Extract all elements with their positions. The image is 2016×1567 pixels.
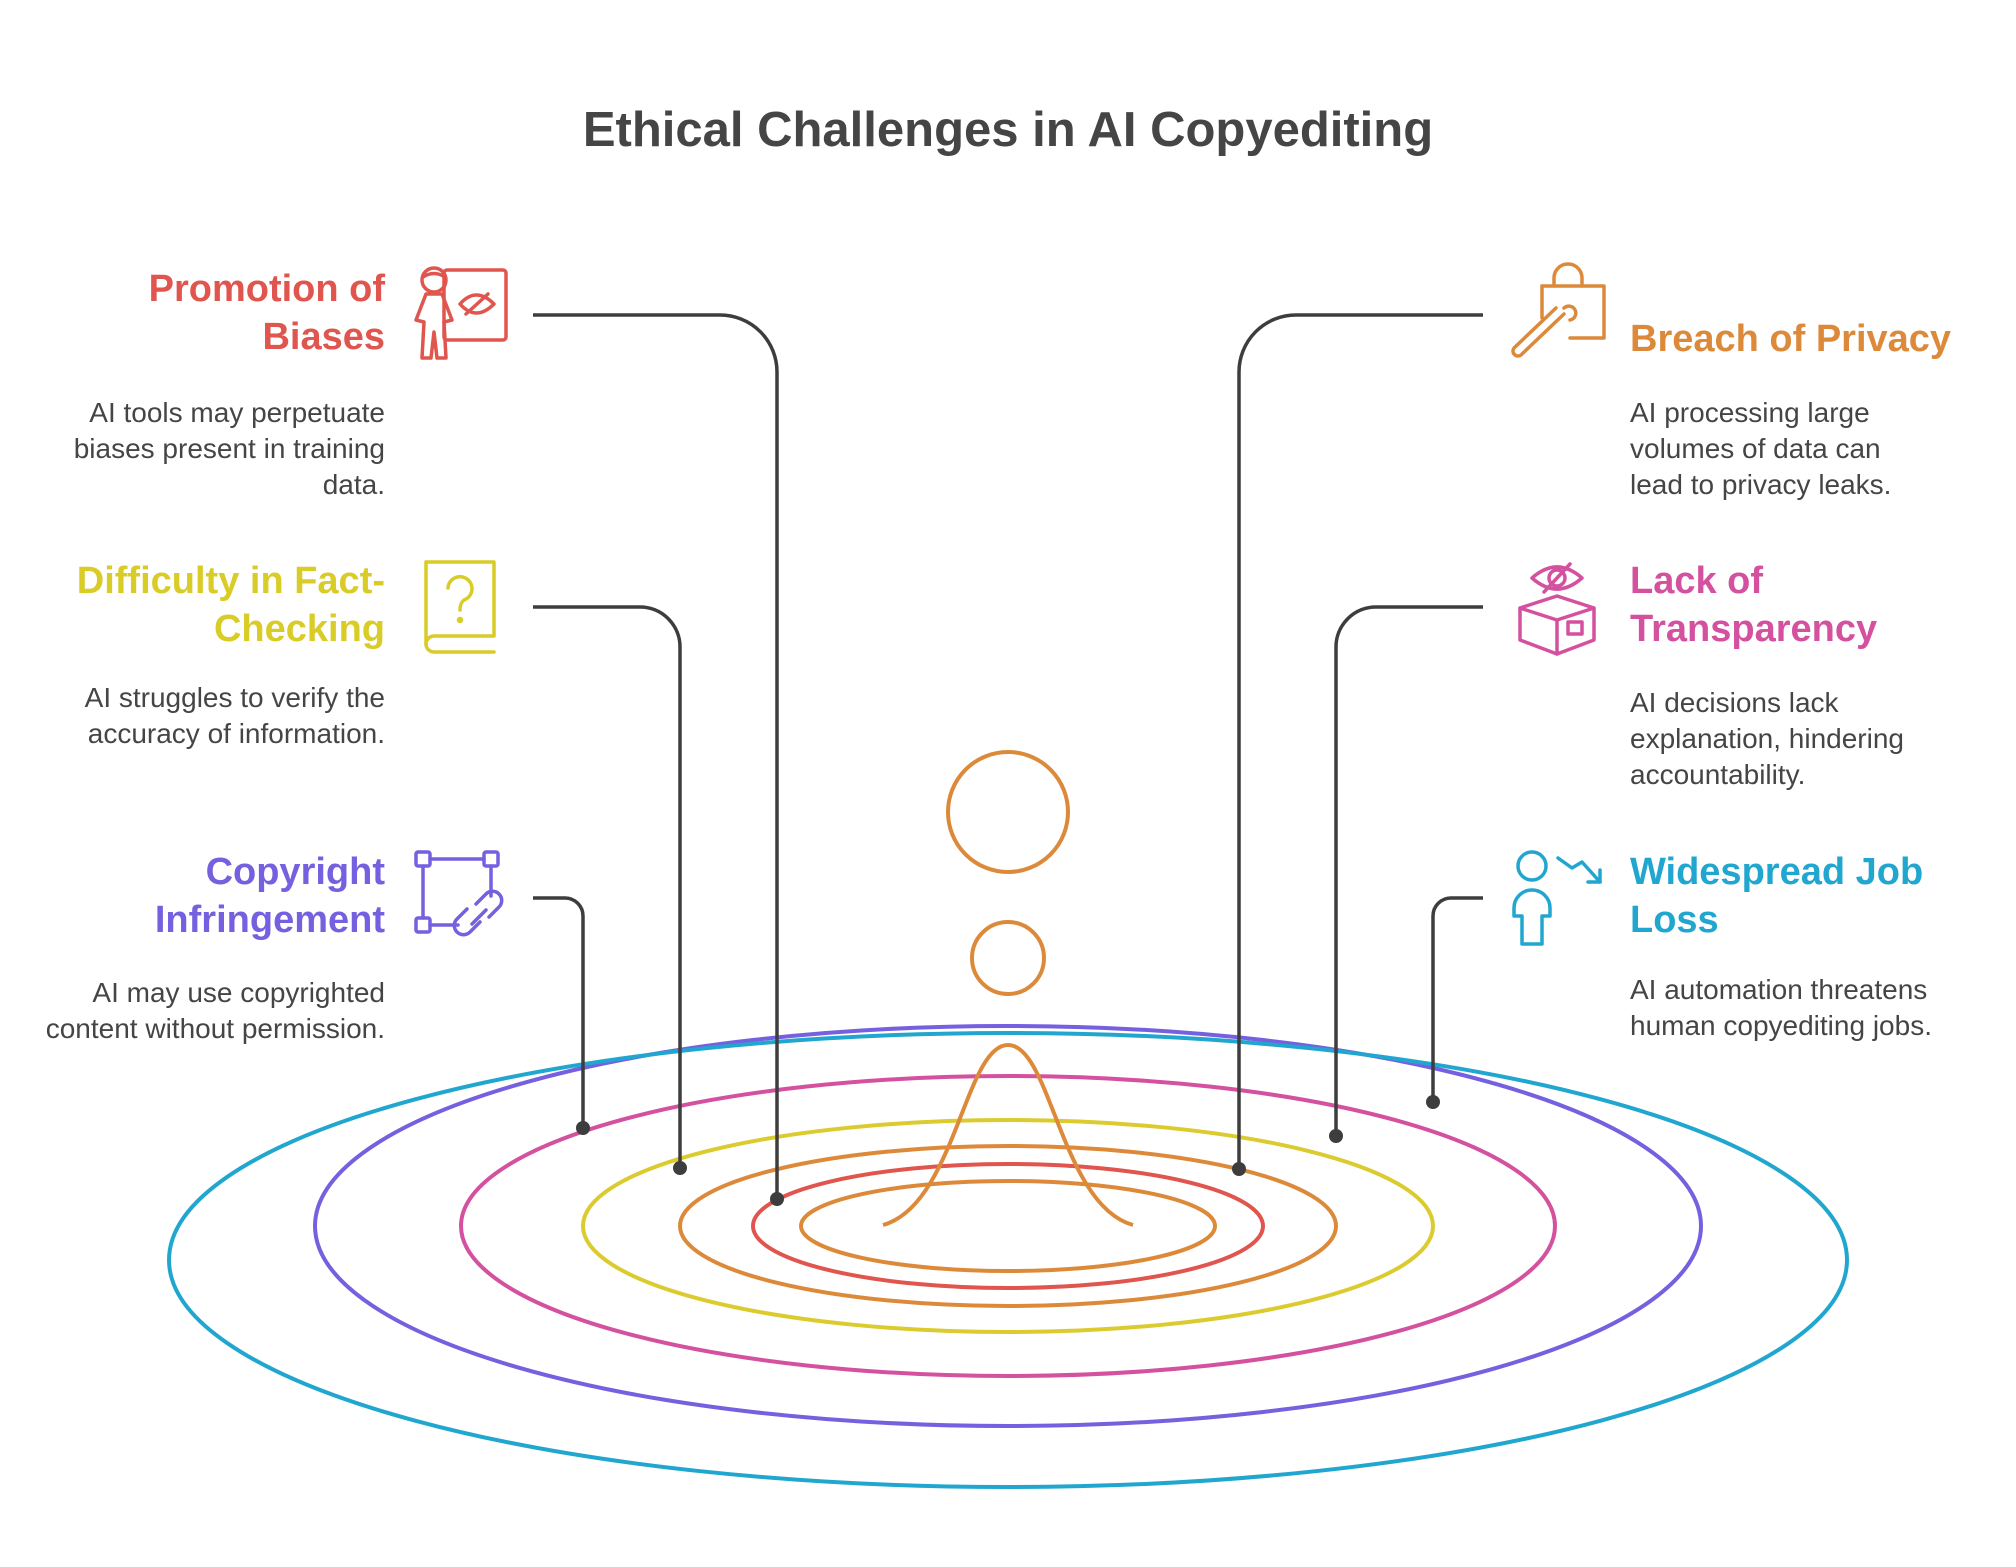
teacher-bias-icon [414,266,508,360]
link-selection-icon [414,850,504,937]
question-book-icon [424,560,496,654]
connector-dot-transparency [1329,1129,1343,1143]
connector-transparency [1334,605,1483,1136]
ripple-ring-2 [751,1162,1265,1290]
desc-jobs: AI automation threatens human copyeditin… [1630,974,1932,1041]
lock-key-icon [1511,262,1606,358]
connector-jobs [1431,896,1483,1102]
connector-copyright [533,896,585,1128]
desc-bias: AI tools may perpetuate biases present i… [73,397,385,500]
connector-bias [533,313,779,1199]
heading-privacy: Breach of Privacy [1630,318,1952,360]
heading-transparency: Lack of Transparency [1630,560,1878,650]
connector-dot-fact [673,1161,687,1175]
heading-copyright: Copyright Infringement [154,851,385,941]
ripple-ring-5 [459,1074,1557,1378]
drop-small [970,920,1046,996]
page-title: Ethical Challenges in AI Copyediting [582,103,1434,157]
person-decline-icon [1512,850,1602,946]
desc-copyright: AI may use copyrighted content without p… [45,977,385,1044]
heading-fact: Difficulty in Fact-Checking [76,560,385,650]
connector-dot-privacy [1232,1162,1246,1176]
desc-transparency: AI decisions lack explanation, hindering… [1630,687,1904,790]
ripple-ring-7 [167,1031,1849,1489]
eye-box-icon [1518,562,1596,656]
heading-jobs: Widespread Job Loss [1630,851,1924,941]
heading-bias: Promotion of Biases [148,268,385,358]
ripple-ring-3 [678,1144,1338,1308]
splash-peak [882,1042,1134,1227]
ripple-ring-1 [799,1179,1217,1273]
connector-dot-jobs [1426,1095,1440,1109]
ripple-ring-6 [313,1024,1703,1428]
desc-fact: AI struggles to verify the accuracy of i… [84,682,385,749]
connector-privacy [1237,313,1483,1169]
connector-dot-copyright [576,1121,590,1135]
connector-fact [533,605,682,1168]
drop-large [946,750,1070,874]
desc-privacy: AI processing large volumes of data can … [1630,397,1892,500]
connector-dot-bias [770,1192,784,1206]
ripple-ring-4 [581,1118,1435,1334]
